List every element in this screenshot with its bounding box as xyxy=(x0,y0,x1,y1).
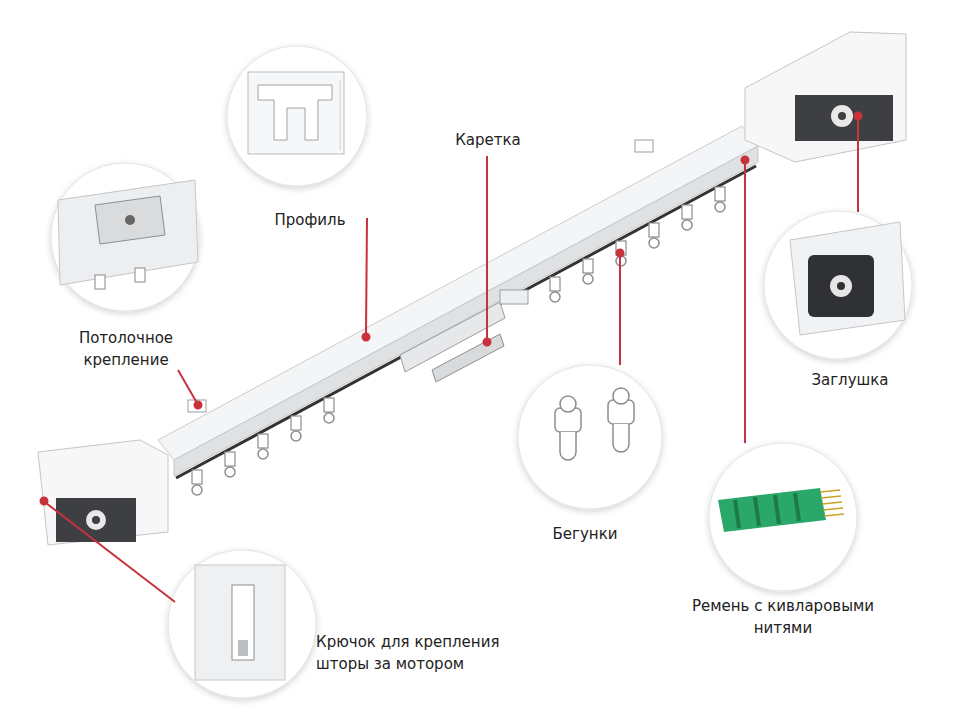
belt-detail xyxy=(718,488,844,532)
runners-detail xyxy=(555,388,634,460)
part-label: Бегунки xyxy=(540,524,630,546)
ceiling-mount-detail xyxy=(58,180,198,289)
hook-detail xyxy=(195,565,285,680)
part-label: Каретка xyxy=(440,130,536,152)
callout-circles xyxy=(51,46,912,698)
part-label: Потолочное крепление xyxy=(60,328,192,372)
end-cap-detail xyxy=(790,222,905,335)
part-label: Крючок для крепления шторы за мотором xyxy=(316,632,536,676)
part-label: Профиль xyxy=(262,210,358,232)
leader-lines xyxy=(41,113,862,603)
profile-detail xyxy=(248,72,344,154)
part-label: Ремень с кивларовыми нитями xyxy=(688,596,878,640)
part-label: Заглушка xyxy=(800,370,900,392)
